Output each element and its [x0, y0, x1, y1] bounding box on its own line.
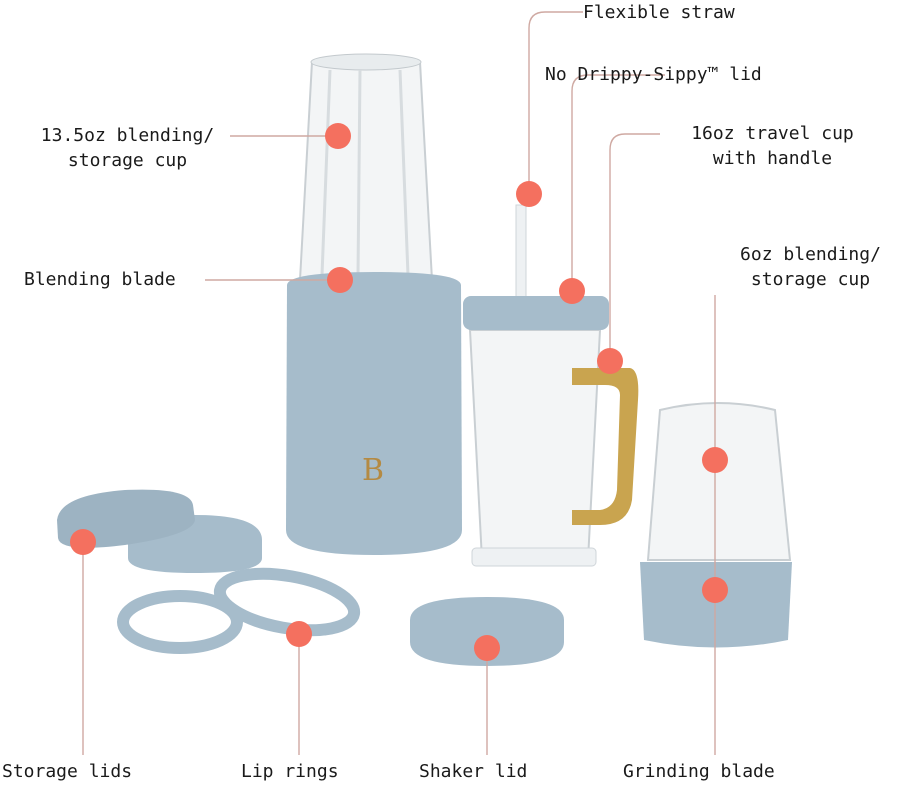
label-travel-cup: 16oz travel cup with handle [670, 121, 875, 171]
label-flexible-straw: Flexible straw [583, 2, 735, 23]
label-blending-blade: Blending blade [24, 269, 176, 290]
label-line: storage cup [67, 150, 188, 171]
sippy-lid [463, 296, 609, 330]
brand-logo: B [362, 453, 384, 488]
label-line: 6oz blending/ [740, 244, 881, 265]
callout-dots [70, 123, 728, 661]
label-shaker-lid: Shaker lid [419, 761, 528, 782]
grinding-base [640, 562, 792, 648]
gold-handle [572, 368, 639, 525]
label-lid: No Drippy-Sippy™ lid [545, 64, 762, 85]
lip-rings [117, 567, 361, 654]
dot-grinding-blade [702, 577, 728, 603]
leader-lines [82, 11, 716, 755]
dot-blending-blade [327, 267, 353, 293]
dot-lip-rings [286, 621, 312, 647]
large-blending-cup [298, 53, 434, 281]
dot-lid [559, 278, 585, 304]
label-line: storage cup [750, 269, 871, 290]
label-line: 13.5oz blending/ [40, 125, 215, 146]
dot-small-cup [702, 447, 728, 473]
blender-base: B [286, 272, 462, 555]
label-grinding-blade: Grinding blade [623, 761, 775, 782]
dot-large-cup [325, 123, 351, 149]
small-cup [640, 402, 792, 648]
label-line: with handle [712, 148, 833, 169]
label-line: 16oz travel cup [691, 123, 854, 144]
dot-storage-lids [70, 529, 96, 555]
label-storage-lids: Storage lids [2, 761, 133, 782]
shaker-lid [410, 597, 564, 666]
label-six-oz-cup: 6oz blending/ storage cup [728, 242, 893, 292]
dot-shaker-lid [474, 635, 500, 661]
dot-travel-cup [597, 348, 623, 374]
label-large-cup: 13.5oz blending/ storage cup [30, 123, 225, 173]
label-lip-rings: Lip rings [241, 761, 339, 782]
dot-straw [516, 181, 542, 207]
travel-cup [463, 204, 639, 567]
